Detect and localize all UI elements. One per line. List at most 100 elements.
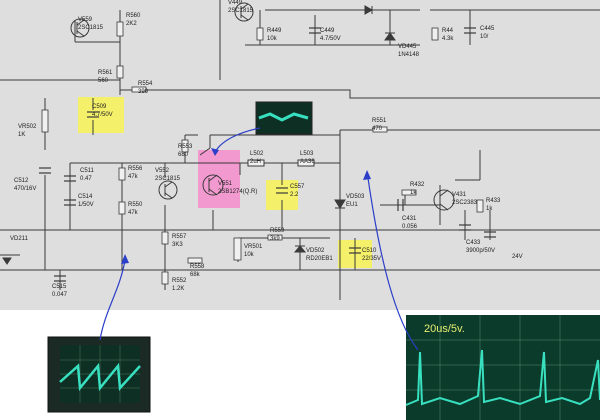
transistor-v431	[433, 189, 455, 211]
scope-left-grid	[60, 345, 140, 403]
label-c449-value: 4.7/50V	[320, 36, 341, 42]
label-l503-ref: L503	[300, 151, 314, 157]
label-r560-value: 2K2	[126, 21, 137, 27]
diode-vd445	[384, 32, 396, 41]
label-v559-value: 2SC1815	[78, 25, 104, 31]
label-v552-ref: V552	[155, 168, 170, 174]
arrow-to-node-right	[367, 177, 419, 351]
label-r553-ref: R553	[178, 144, 193, 150]
label-vd211-ref: VD211	[10, 236, 29, 242]
resistor-r560	[116, 21, 124, 37]
diode-top	[364, 5, 374, 15]
label-v551-ref: V551	[218, 181, 233, 187]
arrow-to-node-left	[99, 259, 126, 341]
transistors	[70, 2, 455, 211]
label-r449-value: 10k	[267, 36, 278, 42]
label-vd503-ref: VD503	[346, 194, 365, 200]
label-vd445-value: 1N4148	[398, 52, 420, 58]
label-c445-ref: C445	[480, 26, 495, 32]
label-c431-value: 0.056	[402, 224, 418, 230]
label-l502-value: 2uH	[250, 159, 261, 165]
label-r553-value: 680	[178, 152, 189, 158]
label-v551-value: 2SB1274(Q.R)	[218, 189, 257, 195]
label-r554-ref: R554	[138, 81, 153, 87]
scope-inset-right: 20us/5v.	[405, 315, 600, 420]
label-c511-value: 0.47	[80, 176, 92, 182]
resistor-r557	[161, 231, 169, 245]
label-r561-value: 560	[98, 78, 109, 84]
label-r551-value: 470	[372, 126, 383, 132]
annotation-arrows	[99, 127, 419, 351]
highlight-c509	[78, 97, 124, 133]
diode-vd503	[334, 199, 346, 209]
label-r44-ref: R44	[442, 28, 454, 34]
label-r559-value: 3k9	[270, 236, 280, 242]
label-r556-ref: R556	[128, 166, 143, 172]
resistor-r449	[256, 27, 264, 41]
label-r432-value: 1k	[410, 190, 417, 196]
label-vd503-value: EU1	[346, 202, 358, 208]
label-c433-value: 3900p/50V	[466, 248, 495, 254]
label-vd502-value: RD20EB1	[306, 256, 333, 262]
label-c557-ref: C557	[290, 184, 305, 190]
label-c514-ref: C514	[78, 194, 93, 200]
label-r557-ref: R557	[172, 234, 187, 240]
label-c515-ref: C515	[52, 284, 67, 290]
label-c431-ref: C431	[402, 216, 417, 222]
label-v449-value: 2SC1815	[228, 8, 254, 14]
transistor-v551	[202, 174, 224, 196]
scope-right-label: 20us/5v.	[424, 323, 465, 335]
label-r550-value: 47k	[128, 210, 139, 216]
label-c509-value: 4.7/50V	[92, 112, 113, 118]
label-c510-value: 22/35V	[362, 256, 381, 262]
label-l502-ref: L502	[250, 151, 264, 157]
label-c511-ref: C511	[80, 168, 95, 174]
transistor-v559	[70, 18, 90, 38]
resistor-vr502	[41, 109, 49, 133]
label-r554-value: 390	[138, 89, 149, 95]
inductor-l503	[297, 159, 315, 167]
label-r44-value: 4.3k	[442, 36, 454, 42]
label-r556-value: 47k	[128, 174, 139, 180]
label-c512-ref: C512	[14, 178, 29, 184]
label-l503-value: AA36	[300, 159, 315, 165]
label-c514-value: 1/50V	[78, 202, 94, 208]
inductors	[247, 159, 315, 167]
label-r432-ref: R432	[410, 182, 425, 188]
label-r558-ref: R558	[190, 264, 205, 270]
diode-vd211	[2, 257, 12, 265]
label-c515-value: 0.047	[52, 292, 68, 298]
label-r559-ref: R559	[270, 228, 285, 234]
resistor-r550	[118, 201, 126, 215]
label-r44-side-ref: 24V	[512, 254, 523, 260]
label-v559-ref: V559	[78, 17, 93, 23]
highlight-v551	[198, 150, 240, 208]
resistor-r433	[476, 199, 484, 213]
scope-left-trace	[59, 362, 141, 392]
label-r550-ref: R550	[128, 202, 143, 208]
resistor-r432	[401, 189, 417, 196]
label-r557-value: 3K3	[172, 242, 183, 248]
diodes	[2, 5, 396, 265]
resistor-r551	[372, 126, 388, 133]
label-vr501-ref: VR501	[244, 244, 263, 250]
label-r558-value: 68k	[190, 272, 201, 278]
transistor-v552	[158, 180, 178, 200]
label-r551-ref: R551	[372, 118, 387, 124]
resistor-r556	[118, 167, 126, 181]
label-r433-value: 1k	[486, 206, 493, 212]
resistor-r554	[131, 86, 147, 93]
label-v431-value: 2SC2383	[452, 200, 478, 206]
label-c557-value: 2.2	[290, 192, 299, 198]
resistor-r558	[187, 257, 203, 264]
resistor-r44	[431, 27, 439, 41]
label-r433-ref: R433	[486, 198, 501, 204]
label-vd445-ref: VD445	[398, 44, 417, 50]
label-r561-ref: R561	[98, 70, 113, 76]
resistor-r552	[161, 271, 169, 285]
label-v449-ref: V449	[228, 0, 243, 6]
scope-inset-top	[255, 101, 313, 135]
